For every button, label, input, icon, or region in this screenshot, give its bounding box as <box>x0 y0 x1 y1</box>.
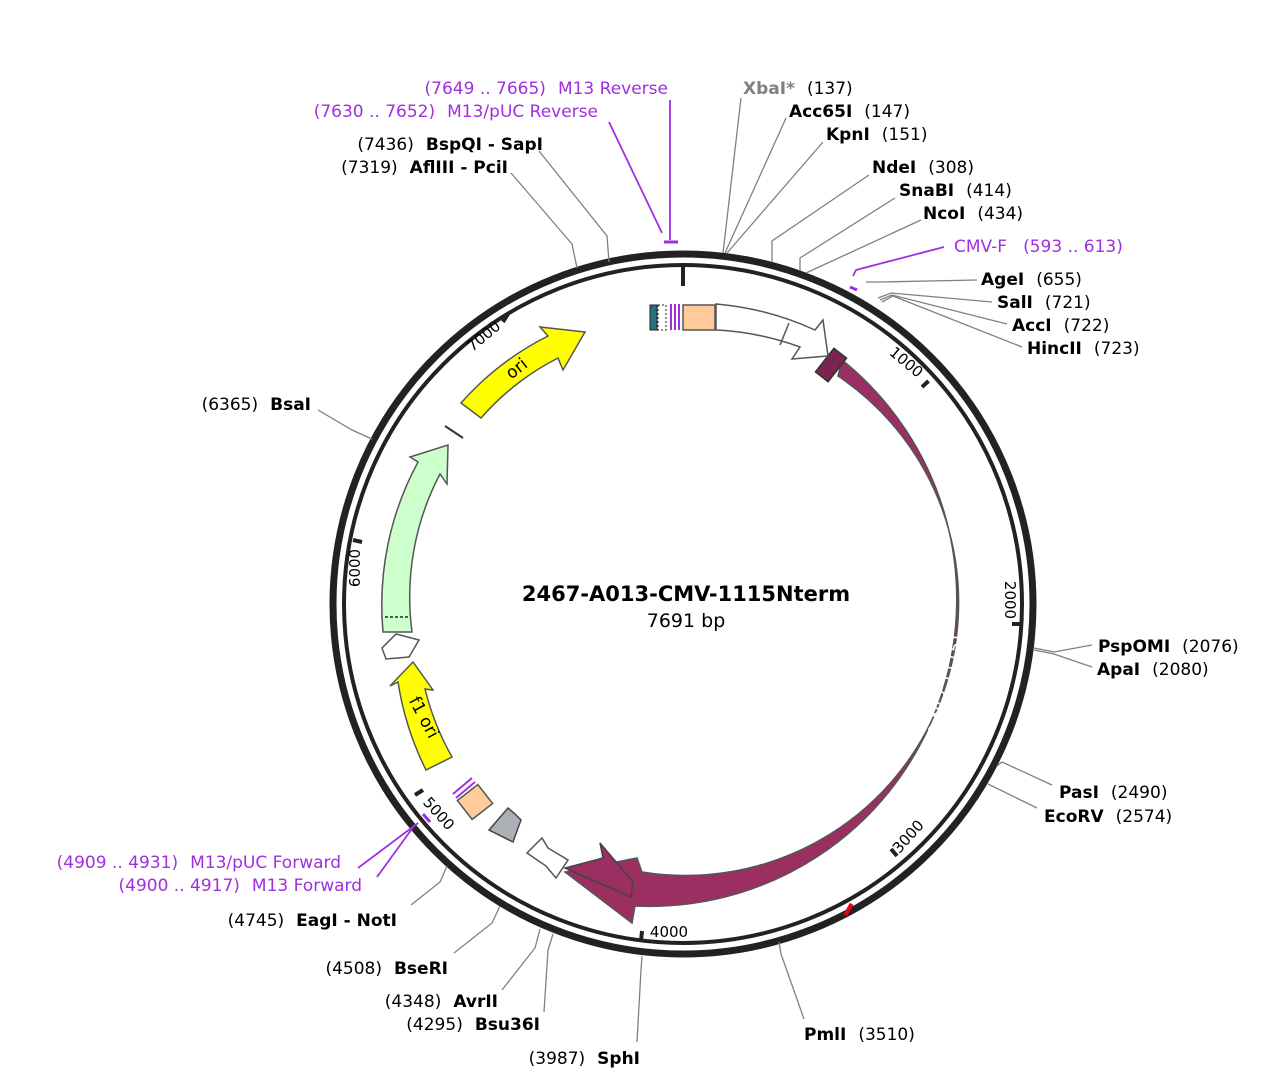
primer-m13-puc-reverse: (7630 .. 7652)M13/pUC Reverse <box>314 102 598 122</box>
leader-lines <box>317 97 1093 1043</box>
site-eagi-noti: (4745)EagI - NotI <box>228 911 397 931</box>
tick-marks <box>352 263 1021 942</box>
site-snabi: SnaBI(414) <box>899 181 1012 201</box>
feature-peach-top[interactable] <box>682 304 716 331</box>
feature-bottom-white-arrow[interactable] <box>525 836 570 880</box>
site-bsai: (6365)BsaI <box>202 395 311 415</box>
site-xbai: XbaI*(137) <box>743 79 853 99</box>
site-bspqi-sapi: (7436)BspQI - SapI <box>357 135 543 155</box>
site-hincii: HincII(723) <box>1027 339 1140 359</box>
site-pasi: PasI(2490) <box>1059 783 1167 803</box>
primer-cmv-f: CMV-F(593 .. 613) <box>954 237 1123 257</box>
site-acci: AccI(722) <box>1012 316 1109 336</box>
feature-stripes-top <box>670 304 680 330</box>
feature-small-maroon[interactable] <box>562 842 634 899</box>
feature-dash <box>444 425 464 439</box>
site-avrii: (4348)AvrII <box>385 992 498 1012</box>
primer-m13-reverse: (7649 .. 7665)M13 Reverse <box>425 79 668 99</box>
tick-label-6000: 6000 <box>346 549 364 587</box>
feature-green-arrow[interactable] <box>381 443 449 633</box>
tick-label-3000: 3000 <box>889 816 928 856</box>
site-bseri: (4508)BseRI <box>325 959 448 979</box>
site-ecorv: EcoRV(2574) <box>1044 807 1172 827</box>
site-kpni: KpnI(151) <box>826 125 928 145</box>
site-acc65i: Acc65I(147) <box>789 102 910 122</box>
plasmid-length: 7691 bp <box>647 610 726 632</box>
primer-mark-m13fwd <box>421 813 432 823</box>
feature-small-blocks-top <box>649 304 667 331</box>
site-sphi: (3987)SphI <box>529 1049 640 1069</box>
site-pspomi: PspOMI(2076) <box>1098 637 1239 657</box>
feature-top-white-arrow[interactable] <box>715 303 829 360</box>
site-pmli: PmlI(3510) <box>804 1025 915 1045</box>
cas9-label: Cas9-N(2-1115) <box>917 633 969 768</box>
site-agei: AgeI(655) <box>981 270 1082 290</box>
site-ndei: NdeI(308) <box>872 158 974 178</box>
f1ori-feature[interactable]: f1 ori <box>389 660 454 772</box>
primer-leaders <box>357 100 945 878</box>
primer-m13-forward: (4900 .. 4917)M13 Forward <box>119 876 363 896</box>
site-sali: SalI(721) <box>997 293 1091 313</box>
site-apai: ApaI(2080) <box>1097 660 1209 680</box>
red-mark <box>843 902 854 917</box>
primer-mark-cmvf <box>849 285 858 292</box>
tick-label-4000: 4000 <box>650 923 688 941</box>
feature-left-white-arrow[interactable] <box>381 633 421 660</box>
plasmid-name: 2467-A013-CMV-1115Nterm <box>522 582 850 606</box>
site-afliii-pcii: (7319)AflIII - PciI <box>341 158 508 178</box>
primer-m13-puc-forward: (4909 .. 4931)M13/pUC Forward <box>57 853 341 873</box>
feature-peach-bottom[interactable] <box>456 783 494 821</box>
tick-label-5000: 5000 <box>419 793 458 833</box>
site-bsu36i: (4295)Bsu36I <box>406 1015 540 1035</box>
site-ncoi: NcoI(434) <box>923 204 1023 224</box>
feature-gray-arrow[interactable] <box>487 806 522 844</box>
tick-label-2000: 2000 <box>1001 581 1019 619</box>
